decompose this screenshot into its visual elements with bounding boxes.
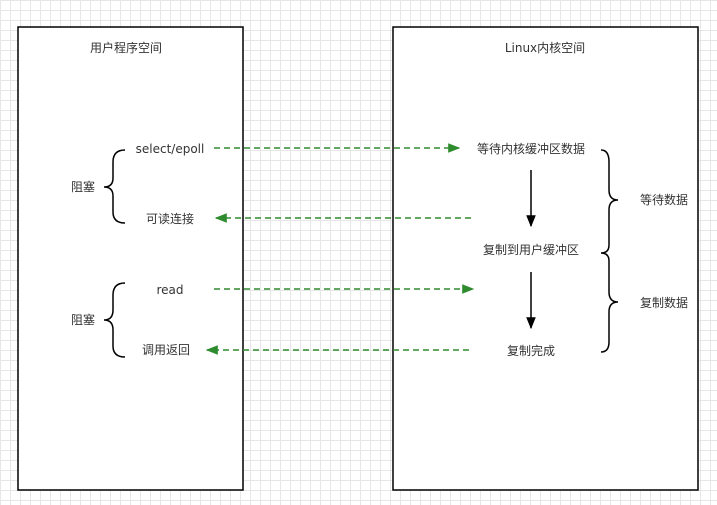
block-label-1: 阻塞 xyxy=(71,179,95,194)
copy-complete-label: 复制完成 xyxy=(507,343,555,358)
phase-brace xyxy=(600,149,619,353)
block-brace-2 xyxy=(103,282,126,358)
read-label: read xyxy=(156,283,183,297)
copy-data-phase-label: 复制数据 xyxy=(640,295,688,310)
kernel-space-title: Linux内核空间 xyxy=(505,41,585,55)
wait-kernel-buffer-label: 等待内核缓冲区数据 xyxy=(477,141,585,156)
kernel-space-box xyxy=(392,26,699,491)
call-return-label: 调用返回 xyxy=(142,343,190,357)
readable-connection-label: 可读连接 xyxy=(146,211,194,226)
block-brace-1 xyxy=(103,149,126,224)
wait-data-phase-label: 等待数据 xyxy=(640,192,688,207)
copy-to-user-buffer-label: 复制到用户缓冲区 xyxy=(483,242,579,257)
user-space-box xyxy=(17,26,244,491)
block-label-2: 阻塞 xyxy=(71,312,95,327)
user-space-title: 用户程序空间 xyxy=(90,40,162,55)
select-epoll-label: select/epoll xyxy=(136,142,205,156)
